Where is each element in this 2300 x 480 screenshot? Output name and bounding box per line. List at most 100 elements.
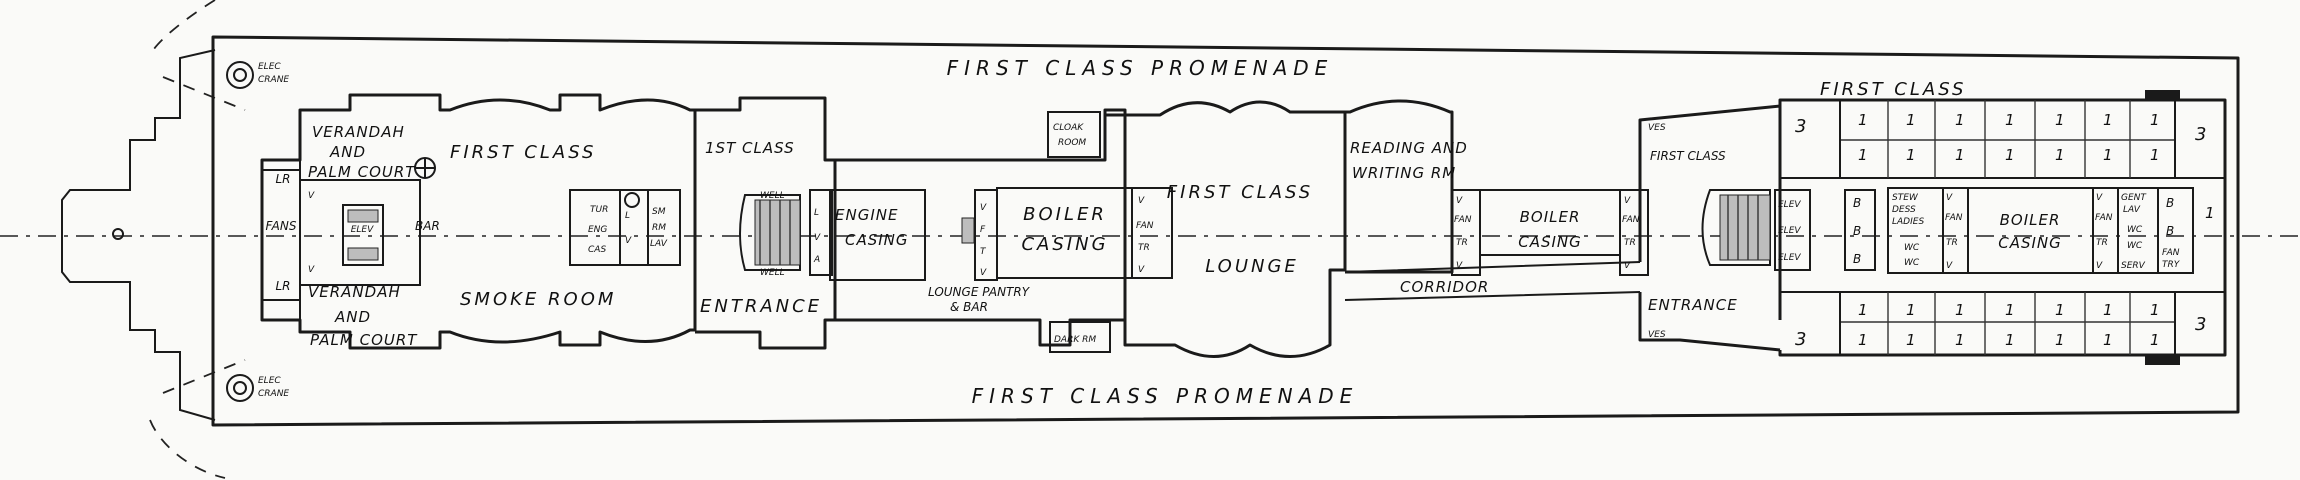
stern-deck-outline [61,49,216,421]
svg-text:VERANDAH: VERANDAH [308,283,401,301]
svg-text:V: V [1456,261,1463,271]
svg-text:V: V [1624,196,1631,206]
promenade-label-top: FIRST CLASS PROMENADE [947,56,1334,80]
stair-rails [347,209,379,261]
svg-text:V: V [1946,193,1953,203]
svg-text:ELEV: ELEV [1778,253,1801,263]
svg-text:V: V [1624,261,1631,271]
svg-text:BAR: BAR [415,219,440,233]
svg-text:CAS: CAS [588,245,606,255]
svg-text:FIRST CLASS: FIRST CLASS [1650,149,1726,163]
svg-text:WC: WC [2127,241,2143,251]
svg-text:SMOKE ROOM: SMOKE ROOM [460,289,616,310]
promenade-label-bottom: FIRST CLASS PROMENADE [972,384,1359,408]
svg-text:ELEV: ELEV [1778,200,1801,210]
svg-text:LAV: LAV [650,239,668,249]
vent-icon [624,192,640,208]
svg-text:DESS: DESS [1892,205,1916,215]
svg-text:CORRIDOR: CORRIDOR [1400,278,1489,296]
svg-text:L: L [814,208,819,218]
svg-text:ENG: ENG [588,225,607,235]
svg-text:WC: WC [1904,258,1920,268]
cabin-grid-top [1887,100,2131,178]
svg-text:ROOM: ROOM [1058,138,1086,148]
svg-text:ELEC: ELEC [258,62,281,72]
elec-crane-bottom: ELEC CRANE [226,374,289,402]
svg-text:1: 1 [2103,331,2114,349]
engine-casing [829,189,926,281]
svg-text:V: V [2096,261,2103,271]
svg-text:TR: TR [1456,238,1468,248]
svg-text:LOUNGE: LOUNGE [1205,256,1299,277]
svg-text:1ST CLASS: 1ST CLASS [705,139,795,157]
svg-text:1: 1 [2005,301,2016,319]
svg-text:FIRST CLASS: FIRST CLASS [1820,79,1966,100]
svg-text:WC: WC [2127,225,2143,235]
svg-text:1: 1 [2055,111,2066,129]
reading-room-outline [1345,99,1454,274]
svg-text:TR: TR [1624,238,1636,248]
svg-text:B: B [1853,224,1861,238]
boiler-casing-1 [996,187,1133,279]
svg-text:TR: TR [1946,238,1958,248]
corridor [1344,261,1641,301]
svg-text:LR: LR [275,279,290,293]
boiler-casing-3 [1967,187,2094,274]
svg-text:FAN: FAN [1945,213,1963,223]
svg-text:1: 1 [2150,146,2161,164]
svg-text:1: 1 [2005,331,2016,349]
stern-arc-bottom [149,419,226,479]
svg-text:CASING: CASING [1998,234,2062,252]
svg-text:ENTRANCE: ENTRANCE [700,296,822,317]
svg-text:LAV: LAV [2123,205,2141,215]
smoke-room-outline [260,93,697,350]
svg-text:BOILER: BOILER [1520,208,1581,226]
forward-entrance-outline [1638,104,1782,352]
svg-text:ENGINE: ENGINE [835,206,898,224]
svg-text:FAN: FAN [1622,215,1640,225]
svg-text:DARK RM: DARK RM [1054,335,1096,345]
stern-arc-top [149,0,216,56]
svg-text:STEW: STEW [1892,193,1919,203]
svg-text:1: 1 [2103,111,2114,129]
svg-text:1: 1 [2055,146,2066,164]
svg-text:LOUNGE PANTRY: LOUNGE PANTRY [928,285,1031,299]
svg-text:ELEC: ELEC [258,376,281,386]
svg-text:ELEV: ELEV [1778,226,1801,236]
svg-text:1: 1 [1906,111,1917,129]
svg-text:1: 1 [1906,146,1917,164]
svg-text:1: 1 [2103,301,2114,319]
svg-text:1: 1 [2103,146,2114,164]
crane-swing-bottom [162,359,246,394]
svg-text:PALM COURT: PALM COURT [308,163,416,181]
svg-text:B: B [1853,196,1861,210]
svg-text:1: 1 [2205,204,2216,222]
svg-text:SERV: SERV [2121,261,2146,271]
svg-text:AND: AND [334,308,371,326]
svg-text:TRY: TRY [2162,260,2181,270]
svg-text:FAN: FAN [2095,213,2113,223]
svg-text:1: 1 [2150,111,2161,129]
svg-text:CRANE: CRANE [258,75,289,85]
svg-text:1: 1 [1906,331,1917,349]
svg-text:WELL: WELL [760,191,785,201]
svg-text:V: V [308,191,315,201]
stern-bollard [112,228,124,240]
svg-text:3: 3 [1795,329,1809,350]
crane-swing-top [162,76,246,111]
svg-text:1: 1 [2150,301,2161,319]
bar-block [299,179,421,286]
svg-text:1: 1 [1858,301,1869,319]
svg-text:1: 1 [2055,301,2066,319]
svg-text:FIRST CLASS: FIRST CLASS [1167,182,1313,203]
turbine-casing [569,189,681,266]
svg-text:ELEV: ELEV [351,225,374,235]
grand-staircase-aft: WELL WELL [739,191,801,278]
svg-text:B: B [1853,252,1861,266]
svg-text:1: 1 [1858,331,1869,349]
svg-text:TR: TR [1138,243,1150,253]
svg-text:LADIES: LADIES [1892,217,1924,227]
svg-text:VES: VES [1648,330,1666,340]
dark-room [1049,321,1111,353]
